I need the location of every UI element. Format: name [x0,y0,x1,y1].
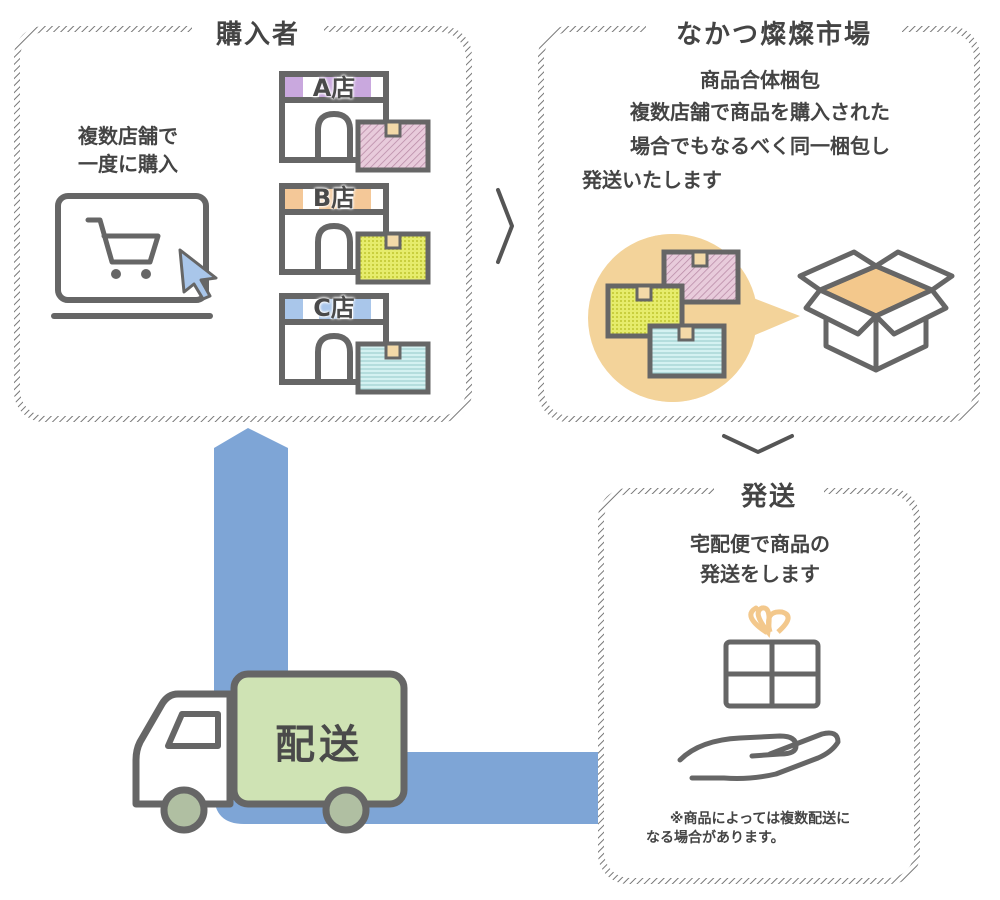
market-line1: 複数店舗で商品を購入された [630,100,890,124]
market-line3: 発送いたします [582,168,722,192]
open-box-icon [797,249,955,373]
chevron-right-icon [496,188,514,264]
market-panel-title: なかつ燦燦市場 [646,14,902,51]
market-line2: 場合でもなるべく同一梱包し [630,134,890,158]
truck-icon [132,670,408,834]
store-a-label: A店 [312,74,356,102]
gift-hand-icon [677,605,841,781]
store-b-label: B店 [312,184,356,212]
package-icon [355,341,431,395]
ship-line1: 宅配便で商品の [690,532,830,556]
combined-boxes-icon [588,233,800,402]
ship-panel-title: 発送 [714,476,824,513]
package-icon [355,119,431,173]
laptop-cart-icon [51,193,213,319]
truck-label: 配送 [275,722,363,768]
ship-note-line2: なる場合があります。 [646,830,785,846]
market-heading: 商品合体梱包 [700,68,820,92]
buyer-panel-title: 購入者 [192,14,324,51]
ship-line2: 発送をします [700,562,820,586]
store-c-label: C店 [313,294,355,322]
package-icon [355,231,431,285]
buyer-desc-line2: 一度に購入 [78,152,178,176]
chevron-down-icon [722,434,794,454]
cursor-arrow-icon [178,248,218,301]
buyer-desc-line1: 複数店舗で [78,124,178,148]
ship-note-line1: ※商品によっては複数配送に [669,811,851,827]
